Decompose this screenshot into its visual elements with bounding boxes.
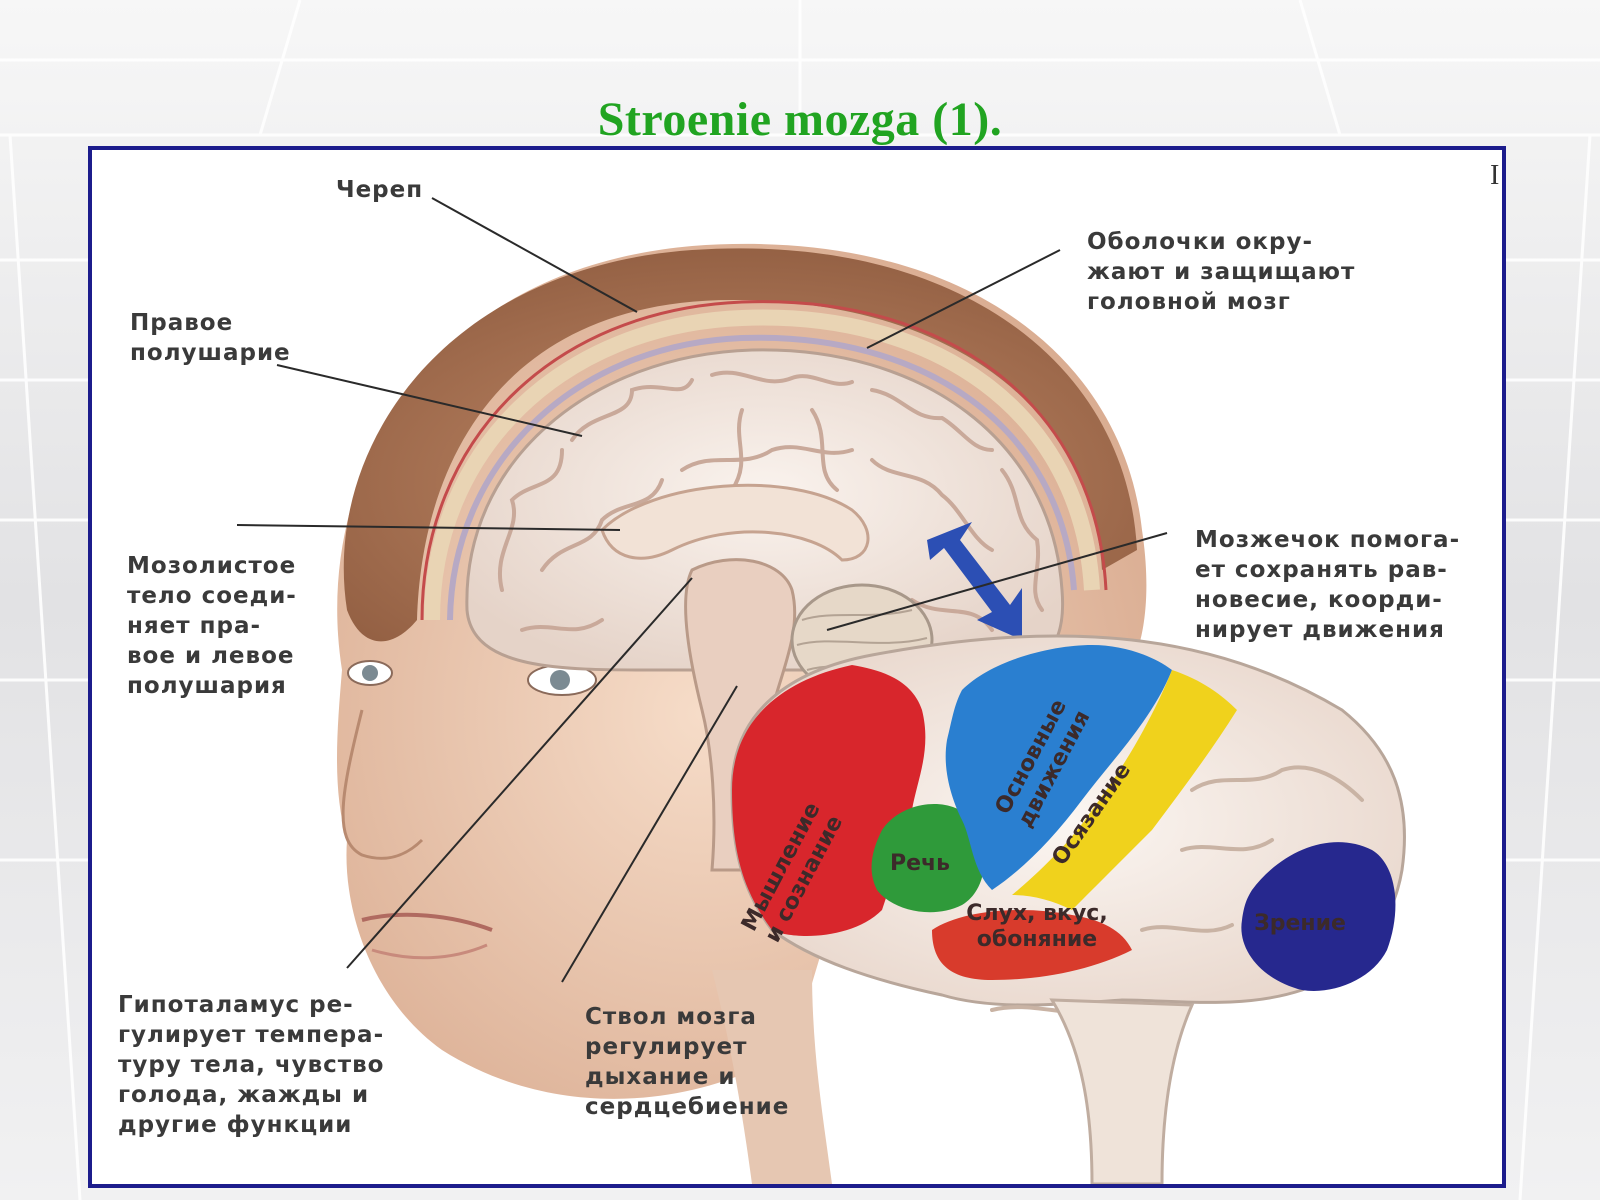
- label-corpus-callosum: Мозолистое тело соеди- няет пра- вое и л…: [127, 553, 297, 699]
- label-cerebellum: Мозжечок помога- ет сохранять рав- новес…: [1195, 527, 1461, 643]
- lateral-brain: [730, 634, 1406, 1184]
- label-skull: Череп: [336, 177, 424, 203]
- label-right-hemisphere: Правое полушарие: [130, 310, 291, 366]
- lobe-label-speech: Речь: [890, 851, 950, 876]
- corner-mark: I: [1490, 160, 1500, 191]
- label-hypothalamus: Гипоталамус ре- гулирует темпера- туру т…: [118, 992, 385, 1138]
- slide-title: Stroenie mozga (1).: [597, 93, 1003, 146]
- leader-lines: [236, 197, 1168, 983]
- svg-text:Слух, вкус,: Слух, вкус,: [966, 901, 1107, 926]
- svg-text:обоняние: обоняние: [977, 927, 1097, 952]
- lobe-label-hearing: Слух, вкус, обоняние: [966, 901, 1107, 952]
- label-meninges: Оболочки окру- жают и защищают головной …: [1087, 229, 1356, 315]
- lobe-label-vision: Зрение: [1254, 911, 1346, 936]
- label-brainstem: Ствол мозга регулирует дыхание и сердцеб…: [585, 1004, 790, 1120]
- movement-arrow-icon: [927, 522, 1022, 640]
- brain-illustration: Мышление и сознание Основные движения Ос…: [236, 197, 1406, 1184]
